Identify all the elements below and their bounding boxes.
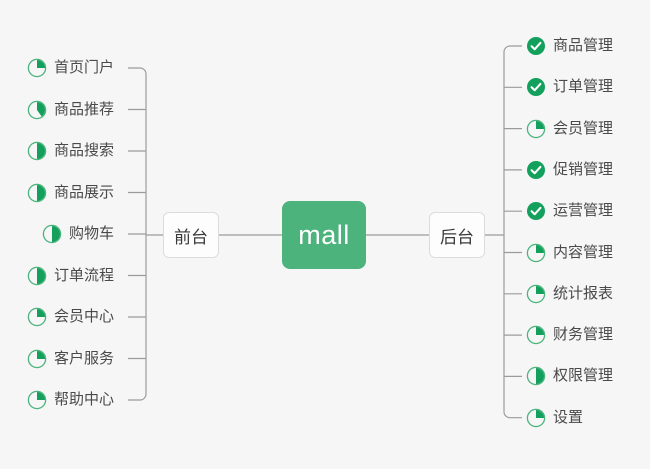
leaf-node-label: 首页门户 <box>53 59 114 76</box>
leaf-node-label: 设置 <box>553 408 584 426</box>
pie-progress-icon <box>526 243 546 262</box>
leaf-node-label: 购物车 <box>68 225 114 242</box>
leaf-node-label: 订单管理 <box>553 78 614 96</box>
pie-progress-icon <box>42 224 62 244</box>
leaf-node-label: 内容管理 <box>553 243 614 261</box>
branch-node-frontend[interactable]: 前台 <box>163 212 219 258</box>
pie-progress-icon <box>27 307 47 327</box>
root-node-label: mall <box>298 219 350 250</box>
leaf-node-label: 会员管理 <box>553 119 614 137</box>
leaf-node-label: 帮助中心 <box>53 391 114 408</box>
check-circle-icon <box>527 78 545 97</box>
leaf-node-首页门户[interactable]: 首页门户 <box>27 56 114 80</box>
leaf-node-label: 客户服务 <box>53 349 114 367</box>
leaf-node-运营管理[interactable]: 运营管理 <box>526 199 613 223</box>
leaf-node-label: 会员中心 <box>53 308 114 325</box>
pie-progress-icon <box>27 58 47 78</box>
leaf-node-商品展示[interactable]: 商品展示 <box>27 181 114 205</box>
pie-progress-icon <box>27 183 47 202</box>
leaf-node-设置[interactable]: 设置 <box>526 406 583 430</box>
leaf-node-统计报表[interactable]: 统计报表 <box>526 282 613 306</box>
leaf-node-label: 商品推荐 <box>53 100 114 118</box>
leaf-node-label: 运营管理 <box>553 202 614 220</box>
leaf-node-客户服务[interactable]: 客户服务 <box>27 347 114 371</box>
branch-node-backend[interactable]: 后台 <box>429 212 485 258</box>
pie-progress-icon <box>526 284 546 304</box>
pie-progress-icon <box>526 367 546 386</box>
leaf-node-label: 促销管理 <box>553 160 614 178</box>
leaf-node-帮助中心[interactable]: 帮助中心 <box>27 388 114 412</box>
leaf-node-商品搜索[interactable]: 商品搜索 <box>27 139 114 163</box>
leaf-node-商品管理[interactable]: 商品管理 <box>526 34 613 58</box>
pie-progress-icon <box>526 119 546 138</box>
pie-progress-icon <box>27 141 47 161</box>
leaf-node-订单管理[interactable]: 订单管理 <box>526 75 613 99</box>
pie-progress-icon <box>526 325 546 345</box>
leaf-node-会员中心[interactable]: 会员中心 <box>27 305 114 329</box>
leaf-node-label: 权限管理 <box>553 367 614 385</box>
leaf-node-label: 商品搜索 <box>53 142 114 159</box>
pie-progress-icon <box>526 408 546 427</box>
leaf-node-label: 商品管理 <box>553 37 614 54</box>
leaf-node-购物车[interactable]: 购物车 <box>42 222 114 246</box>
pie-progress-icon <box>27 100 47 119</box>
check-circle-icon <box>527 160 545 179</box>
leaf-node-权限管理[interactable]: 权限管理 <box>526 364 613 388</box>
branch-node-backend-label: 后台 <box>440 227 474 247</box>
leaf-node-label: 财务管理 <box>553 326 614 344</box>
leaf-node-财务管理[interactable]: 财务管理 <box>526 323 613 347</box>
pie-progress-icon <box>27 390 47 410</box>
leaf-node-订单流程[interactable]: 订单流程 <box>27 264 114 288</box>
leaf-node-内容管理[interactable]: 内容管理 <box>526 241 613 265</box>
leaf-node-label: 统计报表 <box>553 284 614 302</box>
pie-progress-icon <box>27 266 47 285</box>
leaf-node-商品推荐[interactable]: 商品推荐 <box>27 98 114 122</box>
branch-node-frontend-label: 前台 <box>174 227 208 247</box>
leaf-node-促销管理[interactable]: 促销管理 <box>526 158 613 182</box>
pie-progress-icon <box>27 349 47 368</box>
check-circle-icon <box>527 37 545 55</box>
root-node-mall[interactable]: mall <box>282 201 366 269</box>
leaf-node-label: 商品展示 <box>53 183 114 201</box>
check-circle-icon <box>527 202 545 221</box>
leaf-node-会员管理[interactable]: 会员管理 <box>526 117 613 141</box>
leaf-node-label: 订单流程 <box>53 266 114 284</box>
